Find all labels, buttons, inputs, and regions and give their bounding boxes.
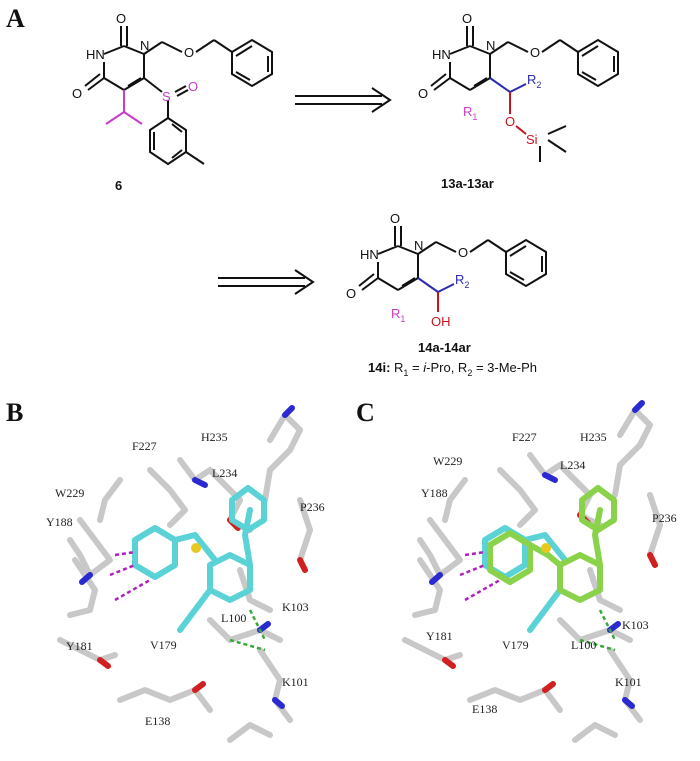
panel-b-ligand bbox=[132, 485, 267, 633]
c6-o-left: O bbox=[72, 86, 82, 101]
c-res-k103: K103 bbox=[622, 618, 649, 632]
retrosynthesis-arrow-2 bbox=[218, 269, 315, 295]
b-res-k101: K101 bbox=[282, 675, 309, 689]
c-res-y188: Y188 bbox=[421, 486, 448, 500]
c14-o-ether: O bbox=[458, 245, 468, 260]
panel-c-protein-sticks bbox=[402, 407, 663, 743]
panel-c-sulfur bbox=[541, 543, 551, 553]
b-res-w229: W229 bbox=[55, 486, 84, 500]
compound-13-tms-methyls bbox=[539, 125, 567, 162]
c13-si: Si bbox=[526, 132, 538, 147]
c6-n: N bbox=[140, 38, 149, 53]
c-res-k101: K101 bbox=[615, 675, 642, 689]
c6-s: S bbox=[162, 89, 171, 104]
c14-n: N bbox=[414, 238, 423, 253]
panel-c-ligand-14i bbox=[487, 485, 617, 603]
c-res-w229: W229 bbox=[433, 454, 462, 468]
panel-label-c: C bbox=[356, 398, 375, 427]
c14-r2: R2 bbox=[455, 272, 469, 290]
b-res-l100: L100 bbox=[221, 611, 246, 625]
c-res-l100: L100 bbox=[571, 638, 596, 652]
c13-n: N bbox=[486, 38, 495, 53]
b-res-p236: P236 bbox=[300, 500, 325, 514]
b-res-l234: L234 bbox=[212, 466, 237, 480]
b-res-h235: H235 bbox=[201, 430, 228, 444]
c14-r1: R1 bbox=[391, 306, 405, 324]
c13-o-left: O bbox=[418, 86, 428, 101]
c13-r2: R2 bbox=[527, 72, 541, 90]
panel-b-heteroatoms bbox=[79, 405, 308, 709]
compound-14i-note: 14i: R1 = i-Pro, R2 = 3-Me-Ph bbox=[368, 360, 537, 378]
compound-13-silyl bbox=[509, 92, 527, 135]
c-res-f227: F227 bbox=[512, 430, 537, 444]
panel-b-interactions bbox=[109, 550, 267, 652]
c6-o-top: O bbox=[116, 11, 126, 26]
c13-nh: HN bbox=[432, 47, 451, 62]
compound-14-linker bbox=[417, 277, 455, 293]
compound-6-id: 6 bbox=[115, 178, 122, 193]
c14-nh: HN bbox=[360, 247, 379, 262]
panel-b-protein-sticks bbox=[57, 412, 313, 743]
panel-c-ligand-reference bbox=[482, 525, 568, 633]
c6-nh: HN bbox=[86, 47, 105, 62]
c14-oh: OH bbox=[431, 314, 451, 329]
b-res-y188: Y188 bbox=[46, 515, 73, 529]
c-res-y181: Y181 bbox=[426, 629, 453, 643]
c13-o-top: O bbox=[462, 11, 472, 26]
compound-14-id: 14a-14ar bbox=[418, 340, 471, 355]
panel-b-sulfur bbox=[191, 543, 201, 553]
c13-o-ether: O bbox=[530, 45, 540, 60]
compound-6-structure bbox=[84, 26, 273, 166]
compound-6-isopropyl bbox=[105, 90, 143, 125]
c-res-p236: P236 bbox=[652, 511, 677, 525]
b-res-y181: Y181 bbox=[66, 639, 93, 653]
c14-o-left: O bbox=[346, 286, 356, 301]
panel-label-a: A bbox=[6, 4, 25, 33]
retrosynthesis-arrow-1 bbox=[295, 87, 392, 113]
panel-label-b: B bbox=[6, 398, 24, 427]
c-res-e138: E138 bbox=[472, 702, 497, 716]
compound-13-structure bbox=[430, 26, 619, 91]
b-res-k103: K103 bbox=[282, 600, 309, 614]
c6-o-ether: O bbox=[184, 45, 194, 60]
c-res-l234: L234 bbox=[560, 458, 585, 472]
c13-r1: R1 bbox=[463, 104, 477, 122]
b-res-e138: E138 bbox=[145, 714, 170, 728]
compound-13-id: 13a-13ar bbox=[441, 176, 494, 191]
compound-14-structure bbox=[358, 226, 547, 291]
c-res-h235: H235 bbox=[580, 430, 607, 444]
b-res-f227: F227 bbox=[132, 439, 157, 453]
c6-o-s: O bbox=[188, 79, 198, 94]
b-res-v179: V179 bbox=[150, 638, 177, 652]
c14-o-top: O bbox=[390, 211, 400, 226]
panel-c-interactions bbox=[459, 550, 617, 652]
c-res-v179: V179 bbox=[502, 638, 529, 652]
compound-13-linker bbox=[489, 77, 527, 93]
c13-o-si: O bbox=[505, 114, 515, 129]
